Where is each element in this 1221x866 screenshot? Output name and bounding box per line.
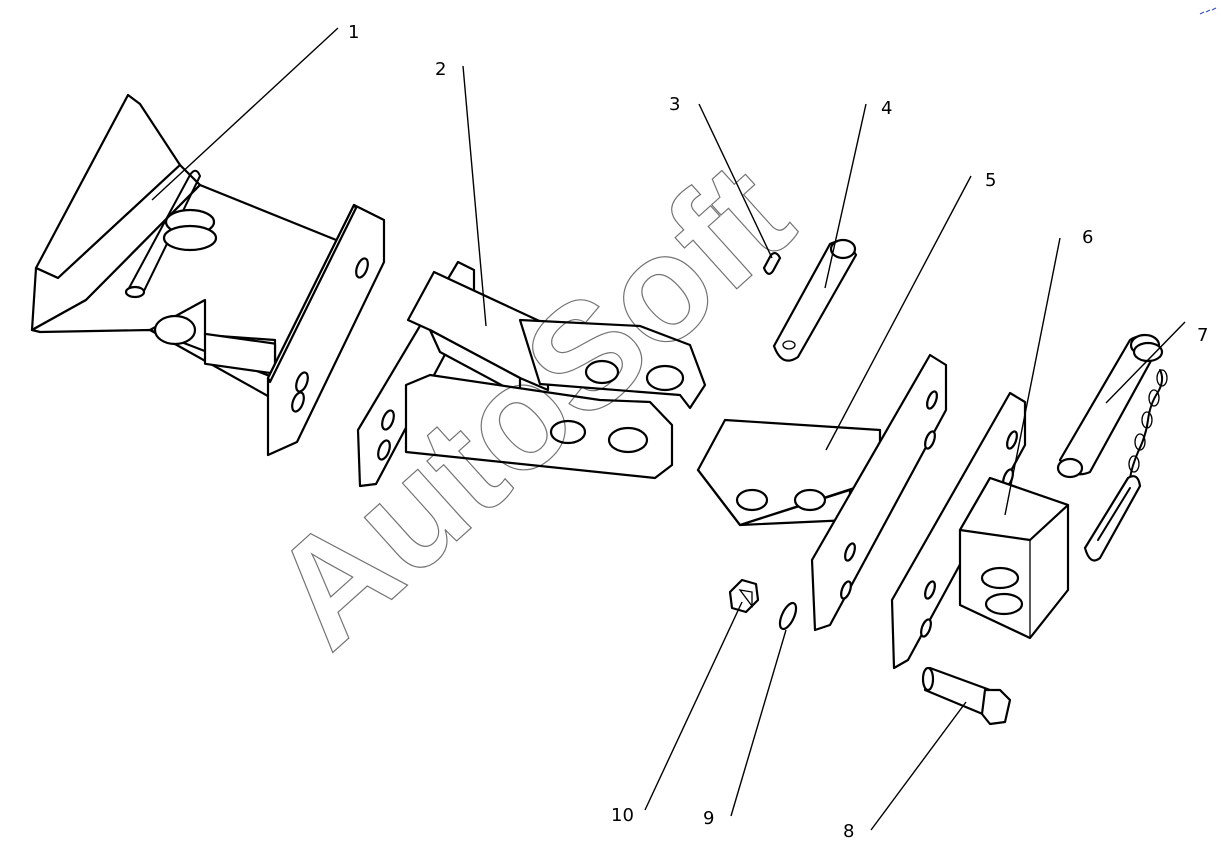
callout-6: 6 [1082, 227, 1093, 248]
part-7-locking-pin-chain [1056, 333, 1168, 562]
leader-5 [825, 175, 972, 451]
part-5-mounting-block [696, 353, 948, 632]
part-3-spring-pin [762, 251, 782, 275]
callout-4: 4 [881, 98, 892, 119]
part-6-bracket-block [890, 391, 1070, 670]
leader-lines [151, 27, 1186, 831]
callout-9: 9 [703, 808, 714, 829]
callout-5: 5 [985, 170, 996, 191]
leader-8 [870, 701, 967, 831]
part-10-nut [728, 578, 760, 614]
corner-logo-mark [1199, 7, 1217, 15]
leader-7 [1105, 321, 1186, 404]
callout-labels: 1 2 3 4 5 6 7 8 9 10 [348, 22, 1208, 842]
callout-7: 7 [1197, 325, 1208, 346]
leader-1 [151, 27, 339, 201]
callout-10: 10 [611, 805, 634, 826]
part-2-clevis-bracket [356, 260, 707, 488]
part-8-bolt [921, 666, 1012, 726]
callout-2: 2 [435, 59, 446, 80]
leader-10 [644, 601, 743, 811]
leader-4 [824, 103, 867, 289]
callout-1: 1 [348, 22, 359, 43]
leader-3 [698, 103, 773, 259]
leader-2 [462, 65, 487, 327]
leader-9 [730, 629, 787, 817]
part-4-cylindrical-pin [772, 238, 858, 362]
callout-8: 8 [843, 821, 854, 842]
leader-6 [1004, 237, 1061, 516]
part-9-washer [778, 601, 798, 631]
part-1-hitch-assembly [30, 93, 386, 457]
callout-3: 3 [669, 94, 680, 115]
